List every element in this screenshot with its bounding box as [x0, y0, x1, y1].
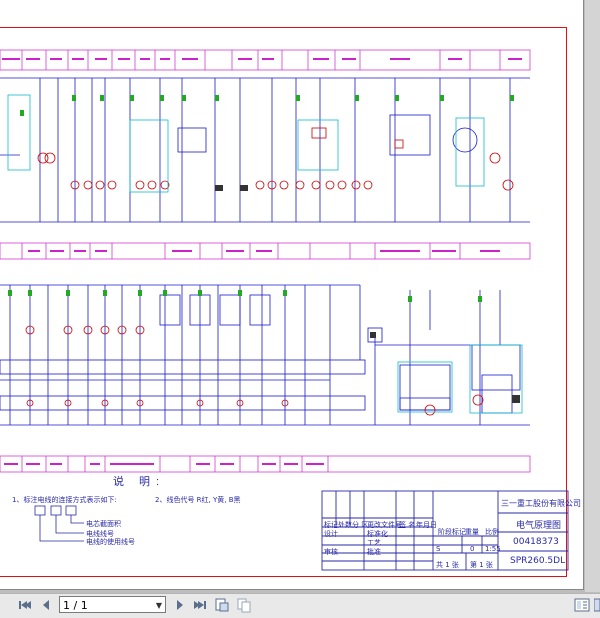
title-block-sign-label: 工艺	[367, 539, 381, 547]
title-block-weight-label: 重量	[465, 528, 479, 536]
title-block-sign-label: 审核	[324, 548, 338, 556]
title-block-row-label: 分 区	[352, 521, 369, 529]
title-block-company: 三一重工股份有限公司	[501, 499, 581, 508]
next-page-icon[interactable]	[172, 597, 188, 613]
legend-wire-usage: 电线的使用线号	[86, 538, 135, 546]
viewer-toolbar: 1 / 1 ▼	[0, 593, 600, 618]
fit-page-icon[interactable]	[214, 597, 230, 613]
page-indicator: 1 / 1	[63, 599, 88, 612]
notes-title: 说 明:	[113, 476, 166, 488]
title-block-drawing-number: 00418373	[513, 537, 559, 547]
document-page: 说 明: 1、标注电线的连接方式表示如下: 2、线色代号 R红, Y黄, B黑 …	[0, 0, 584, 590]
title-block-row-label: 签 名	[399, 521, 416, 529]
first-page-icon[interactable]	[17, 597, 33, 613]
sidebar-toggle-icon[interactable]	[574, 597, 590, 613]
vertical-scrollbar[interactable]	[585, 0, 600, 592]
prev-page-icon[interactable]	[38, 597, 54, 613]
title-block-row-label: 年月日	[416, 521, 437, 529]
drawing-border	[0, 27, 567, 577]
last-page-icon[interactable]	[192, 597, 208, 613]
chevron-down-icon: ▼	[155, 601, 162, 610]
title-block-sign-label: 标准化	[367, 530, 388, 538]
two-page-icon[interactable]	[236, 597, 252, 613]
title-block-row-label: 更改文件号	[367, 521, 402, 529]
title-block-sign-label: 批准	[367, 548, 381, 556]
title-block-sign-label: 设计	[324, 530, 338, 538]
title-block-drawing-name: 电气原理图	[516, 521, 562, 531]
note-item-1: 1、标注电线的连接方式表示如下:	[12, 496, 117, 504]
title-block-sheet-current: 第 1 张	[470, 561, 493, 569]
title-block-model: SPR260.5DL	[510, 556, 566, 566]
panel-icon[interactable]	[594, 597, 600, 613]
title-block-weight: 0	[470, 545, 475, 553]
title-block-row-label: 处数	[338, 521, 352, 529]
legend-wire-section: 电芯截面积	[86, 520, 121, 528]
note-item-2: 2、线色代号 R红, Y黄, B黑	[155, 496, 241, 504]
title-block-scale: 1:55	[485, 545, 501, 553]
legend-wire-number: 电线线号	[86, 530, 114, 538]
title-block-row-label: 标记	[324, 521, 338, 529]
schematic-drawing	[0, 49, 569, 571]
page-number-select[interactable]: 1 / 1 ▼	[59, 596, 166, 613]
title-block-scale-label: 比例	[485, 528, 499, 536]
title-block-sheets-total: 共 1 张	[436, 561, 459, 569]
title-block-stage-label: 阶段标记	[438, 528, 466, 536]
title-block-stage: S	[436, 545, 441, 553]
